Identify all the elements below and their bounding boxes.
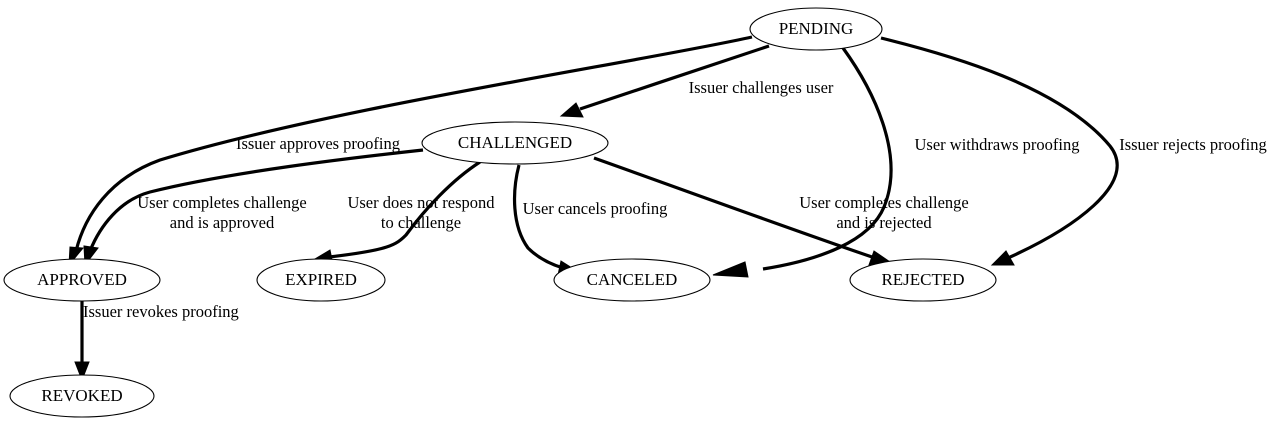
edge-label-pending-rejected: Issuer rejects proofing (1119, 135, 1267, 154)
edges-layer (68, 35, 1119, 382)
node-revoked[interactable]: REVOKED (9, 374, 155, 418)
node-shape-approved[interactable] (3, 258, 161, 302)
node-shape-revoked[interactable] (9, 374, 155, 418)
edge-line-challenged-approved (88, 148, 424, 252)
arrowhead-icon (990, 250, 1015, 266)
node-approved[interactable]: APPROVED (3, 258, 161, 302)
node-shape-rejected[interactable] (849, 258, 997, 302)
node-rejected[interactable]: REJECTED (849, 258, 997, 302)
nodes-layer: PENDING CHALLENGED APPROVED EXPIRED CANCELED… (3, 7, 997, 418)
edge-label-pending-approved: Issuer approves proofing (236, 134, 400, 153)
edge-label-approved-revoked: Issuer revokes proofing (83, 302, 239, 321)
arrowhead-icon (559, 102, 584, 118)
node-label-expired: EXPIRED (285, 270, 357, 289)
edge-line-challenged-expired (328, 160, 481, 259)
edge-line-challenged-canceled (512, 164, 564, 270)
edge-pending-canceled (712, 47, 893, 278)
edge-pending-rejected (880, 36, 1119, 266)
node-shape-pending[interactable] (749, 7, 883, 51)
edge-label-challenged-canceled: User cancels proofing (523, 199, 668, 218)
edge-line-pending-approved (74, 35, 753, 252)
edge-pending-challenged (559, 44, 770, 118)
node-label-rejected: REJECTED (881, 270, 964, 289)
node-challenged[interactable]: CHALLENGED (421, 121, 609, 165)
node-shape-expired[interactable] (256, 258, 386, 302)
arrowhead-icon (712, 261, 749, 278)
arrowhead-icon (74, 361, 90, 382)
edge-approved-revoked (74, 301, 90, 382)
edge-label-pending-canceled: User withdraws proofing (915, 135, 1080, 154)
node-label-canceled: CANCELED (587, 270, 678, 289)
node-shape-canceled[interactable] (553, 258, 711, 302)
edge-line-pending-challenged (579, 44, 770, 111)
node-pending[interactable]: PENDING (749, 7, 883, 51)
node-expired[interactable]: EXPIRED (256, 258, 386, 302)
edge-line-pending-canceled (762, 47, 893, 271)
edge-line-pending-rejected (880, 36, 1119, 260)
node-label-pending: PENDING (779, 19, 854, 38)
edge-line-challenged-rejected (593, 156, 876, 260)
node-shape-challenged[interactable] (421, 121, 609, 165)
node-label-revoked: REVOKED (41, 386, 122, 405)
node-label-challenged: CHALLENGED (458, 133, 572, 152)
node-label-approved: APPROVED (37, 270, 127, 289)
edge-challenged-canceled (512, 164, 582, 276)
edge-labels-layer: Issuer approves proofing Issuer challenge… (83, 78, 1267, 321)
edge-label-pending-challenged: Issuer challenges user (689, 78, 834, 97)
node-canceled[interactable]: CANCELED (553, 258, 711, 302)
